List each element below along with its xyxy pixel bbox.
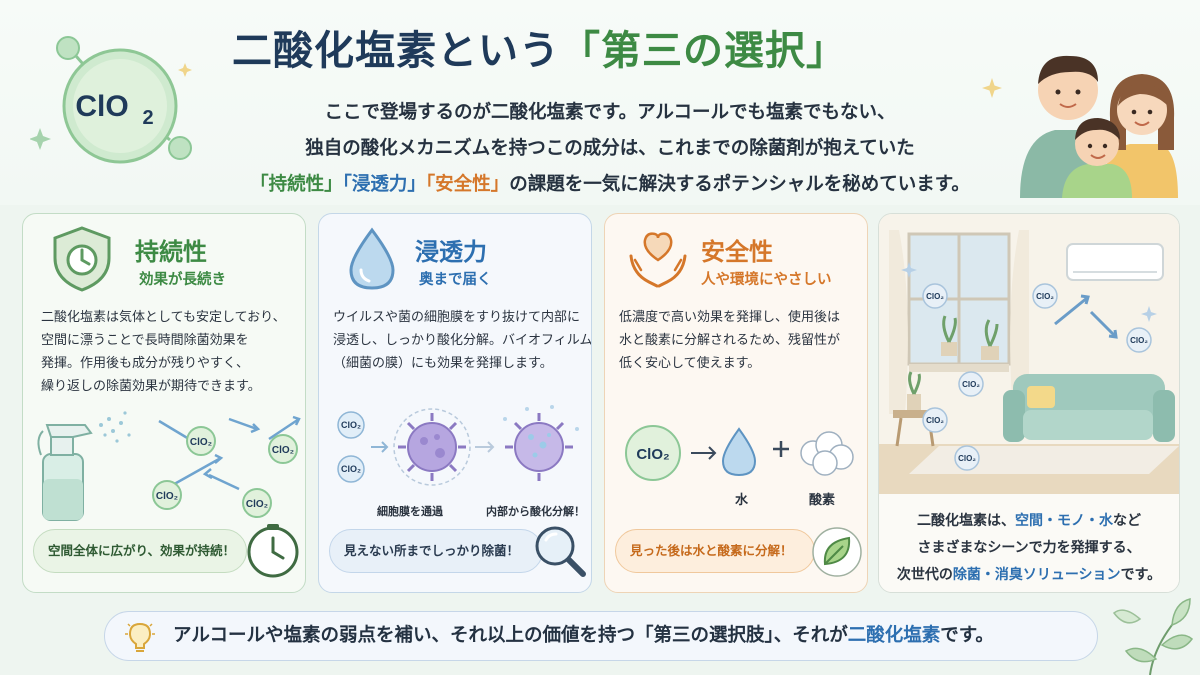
room-line-1: 二酸化塩素は、空間・モノ・水など xyxy=(879,508,1179,535)
virus-illustration: ClO₂ ClO₂ xyxy=(337,405,579,486)
leaves-decoration-icon xyxy=(1112,598,1194,675)
molecule-label: ClO xyxy=(75,90,128,123)
label-membrane-pass: 細胞膜を通過 xyxy=(377,505,443,518)
body-line: 繰り返しの除菌効果が期待できます。 xyxy=(41,379,261,394)
card-persistence: 持続性 効果が長続き 二酸化塩素は気体としても安定しており、 空間に漂うことで長… xyxy=(22,213,306,593)
room-line-3-a: 次世代の xyxy=(896,567,953,583)
svg-text:ClO₂: ClO₂ xyxy=(926,292,944,301)
living-room-illustration: ClO₂ ClO₂ ClO₂ ClO₂ ClO₂ ClO₂ xyxy=(879,214,1179,494)
svg-text:ClO₂: ClO₂ xyxy=(246,499,268,510)
keyword-persistence: 「持続性」 xyxy=(250,174,343,195)
bottom-text-a: アルコールや塩素の弱点を補い、それ以上の価値を持つ「第三の選択肢」、それが xyxy=(173,625,848,646)
svg-text:ClO₂: ClO₂ xyxy=(272,445,294,456)
callout-safety: 見った後は水と酸素に分解！ xyxy=(615,529,815,573)
svg-text:ClO₂: ClO₂ xyxy=(962,380,980,389)
body-line: 低く安心して使えます。 xyxy=(619,356,761,371)
svg-text:ClO₂: ClO₂ xyxy=(341,420,361,430)
card-subtitle: 奥まで届く xyxy=(419,272,492,288)
room-line-3-c: です。 xyxy=(1120,567,1162,583)
body-line: 二酸化塩素は気体としても安定しており、 xyxy=(41,310,286,325)
body-line: 空間に漂うことで長時間除菌効果を xyxy=(41,333,249,348)
intro-line-3-rest: の課題を一気に解決するポテンシャルを秘めています。 xyxy=(509,174,970,195)
room-line-2: さまざまなシーンで力を発揮する、 xyxy=(917,540,1141,556)
card-room-scene: ClO₂ ClO₂ ClO₂ ClO₂ ClO₂ ClO₂ 二酸化塩素は、空間・… xyxy=(878,213,1180,593)
callout-penetration: 見えない所までしっかり除菌！ xyxy=(329,529,543,573)
card-safety: 安全性 人や環境にやさしい 低濃度で高い効果を発揮し、使用後は 水と酸素に分解さ… xyxy=(604,213,868,593)
header-background xyxy=(0,0,1200,205)
bottom-summary-bar: アルコールや塩素の弱点を補い、それ以上の価値を持つ「第三の選択肢」、それが二酸化… xyxy=(104,611,1098,661)
label-water: 水 xyxy=(735,493,749,508)
svg-text:ClO₂: ClO₂ xyxy=(926,416,944,425)
intro-line-2: 独自の酸化メカニズムを持つこの成分は、これまでの除菌剤が抱えていた xyxy=(305,138,915,159)
family-illustration xyxy=(1020,55,1178,198)
decomposition-illustration: ClO₂ xyxy=(625,425,854,481)
keyword-safety: 「安全性」 xyxy=(425,174,510,195)
room-caption: 二酸化塩素は、空間・モノ・水など さまざまなシーンで力を発揮する、 次世代の除菌… xyxy=(879,496,1179,592)
lightbulb-icon xyxy=(125,622,155,652)
card-title: 安全性 xyxy=(701,238,773,266)
card-penetration: 浸透力 奥まで届く ウイルスや菌の細胞膜をすり抜けて内部に 浸透し、しっかり酸化… xyxy=(318,213,592,593)
title-main: 二酸化塩素という xyxy=(232,28,560,74)
clock-icon xyxy=(247,524,299,578)
body-line: 低濃度で高い効果を発揮し、使用後は xyxy=(619,310,841,325)
card-subtitle: 人や環境にやさしい xyxy=(701,272,832,288)
intro-line-3: 「持続性」「浸透力」「安全性」の課題を一気に解決するポテンシャルを秘めています。 xyxy=(210,167,1010,203)
svg-text:ClO₂: ClO₂ xyxy=(341,464,361,474)
title-highlight: 「第三の選択」 xyxy=(560,28,847,74)
body-line: （細菌の膜）にも効果を発揮します。 xyxy=(333,356,553,371)
card-title: 持続性 xyxy=(135,238,207,266)
clo2-molecule-icon: ClO 2 xyxy=(30,36,192,164)
sparkle-icon xyxy=(982,78,1002,98)
room-line-1-a: 二酸化塩素は、 xyxy=(917,513,1015,529)
heart-hands-icon xyxy=(629,232,687,288)
spray-illustration: ClO₂ ClO₂ ClO₂ ClO₂ xyxy=(37,411,301,521)
leaf-icon xyxy=(812,527,862,577)
body-line: ウイルスや菌の細胞膜をすり抜けて内部に xyxy=(333,310,581,325)
bottom-text: アルコールや塩素の弱点を補い、それ以上の価値を持つ「第三の選択肢」、それが二酸化… xyxy=(173,612,994,660)
bottom-text-highlight: 二酸化塩素 xyxy=(847,625,941,646)
callout-persistence: 空間全体に広がり、効果が持続！ xyxy=(33,529,247,573)
svg-text:ClO₂: ClO₂ xyxy=(1130,336,1148,345)
room-line-3: 次世代の除菌・消臭ソリューションです。 xyxy=(879,562,1179,589)
svg-text:ClO₂: ClO₂ xyxy=(636,446,669,463)
molecule-subscript: 2 xyxy=(142,107,153,129)
card-subtitle: 効果が長続き xyxy=(139,272,226,288)
room-line-1-highlight: 空間・モノ・水 xyxy=(1015,513,1113,529)
body-line: 浸透し、しっかり酸化分解。バイオフィルム xyxy=(333,333,592,348)
card-body: 二酸化塩素は気体としても安定しており、 空間に漂うことで長時間除菌効果を 発揮。… xyxy=(41,306,286,398)
label-oxygen: 酸素 xyxy=(809,493,836,508)
svg-text:ClO₂: ClO₂ xyxy=(1036,292,1054,301)
page-title: 二酸化塩素という「第三の選択」 xyxy=(232,18,992,76)
card-title: 浸透力 xyxy=(415,238,487,266)
card-body: ウイルスや菌の細胞膜をすり抜けて内部に 浸透し、しっかり酸化分解。バイオフィルム… xyxy=(333,306,592,375)
intro-line-1: ここで登場するのが二酸化塩素です。アルコールでも塩素でもない、 xyxy=(324,102,896,123)
svg-text:ClO₂: ClO₂ xyxy=(190,437,212,448)
keyword-penetration: 「浸透力」 xyxy=(342,174,426,195)
svg-text:ClO₂: ClO₂ xyxy=(958,454,976,463)
body-line: 発揮。作用後も成分が残りやすく、 xyxy=(41,356,250,371)
room-line-1-c: など xyxy=(1113,513,1141,529)
room-line-3-highlight: 除菌・消臭ソリューション xyxy=(952,567,1121,583)
card-body: 低濃度で高い効果を発揮し、使用後は 水と酸素に分解されるため、残留性が 低く安心… xyxy=(619,306,840,375)
svg-text:ClO₂: ClO₂ xyxy=(156,491,178,502)
water-drop-icon xyxy=(349,227,395,290)
bottom-text-c: です。 xyxy=(940,625,994,646)
magnifier-icon xyxy=(535,526,586,577)
body-line: 水と酸素に分解されるため、残留性が xyxy=(619,333,841,348)
label-oxidize: 内部から酸化分解！ xyxy=(486,505,585,518)
intro-text: ここで登場するのが二酸化塩素です。アルコールでも塩素でもない、 独自の酸化メカニ… xyxy=(210,95,1010,203)
shield-clock-icon xyxy=(53,226,111,292)
